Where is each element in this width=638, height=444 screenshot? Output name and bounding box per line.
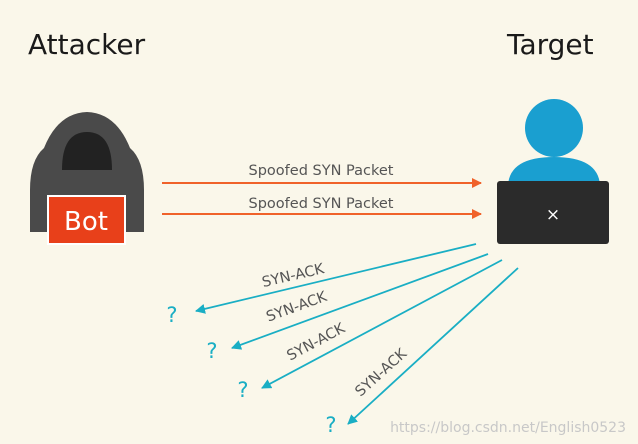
syn-ack-label-2: SYN-ACK — [264, 289, 329, 326]
user-at-laptop-icon: × — [497, 99, 609, 244]
unknown-destination-3: ? — [237, 378, 248, 402]
watermark-text: https://blog.csdn.net/English0523 — [390, 420, 626, 436]
target-heading: Target — [506, 28, 594, 61]
syn-ack-arrow-4 — [347, 267, 519, 425]
user-body-icon — [508, 157, 600, 185]
bot-label: Bot — [64, 207, 108, 237]
target-laptop-icon — [497, 181, 609, 244]
attacker-heading: Attacker — [28, 28, 146, 61]
syn-ack-label-4: SYN-ACK — [353, 346, 411, 400]
syn-ack-label-3: SYN-ACK — [284, 320, 348, 364]
syn-request-label-2: Spoofed SYN Packet — [249, 196, 394, 212]
close-icon: × — [546, 205, 560, 225]
user-head-icon — [525, 99, 583, 157]
syn-request-label-1: Spoofed SYN Packet — [249, 163, 394, 179]
hooded-hacker-icon: Bot — [30, 112, 144, 245]
syn-ack-label-1: SYN-ACK — [261, 261, 327, 291]
syn-ack-arrow-1 — [195, 243, 477, 314]
bot-laptop-icon — [47, 195, 126, 245]
unknown-destination-2: ? — [206, 339, 217, 363]
unknown-destination-4: ? — [325, 413, 336, 437]
syn-ack-arrow-2 — [231, 253, 489, 350]
unknown-destination-1: ? — [166, 303, 177, 327]
syn-ack-arrow-3 — [261, 259, 503, 389]
